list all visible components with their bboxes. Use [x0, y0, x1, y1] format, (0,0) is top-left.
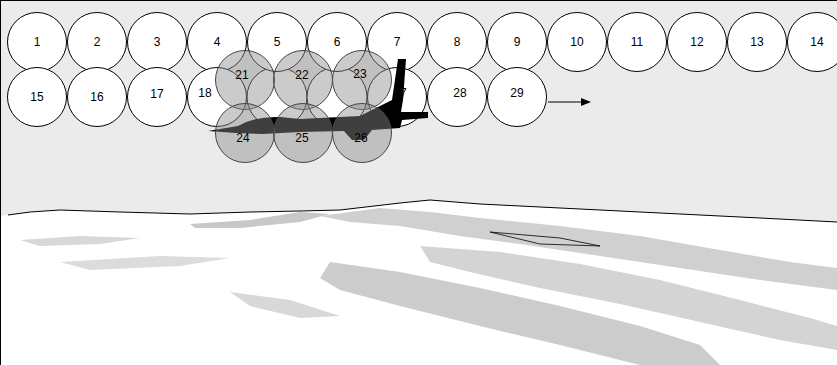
circle-number: 24: [236, 132, 249, 144]
coverage-circle: 11: [607, 12, 667, 72]
circle-number: 14: [810, 36, 823, 48]
circle-number: 10: [570, 36, 583, 48]
circle-number: 25: [295, 132, 308, 144]
circle-number: 21: [235, 69, 248, 81]
circle-number: 4: [214, 36, 221, 48]
circle-number: 7: [394, 36, 401, 48]
circle-outline: [332, 50, 392, 110]
coverage-circle: 14: [787, 12, 837, 72]
coverage-circle: 12: [667, 12, 727, 72]
circle-number: 28: [453, 87, 466, 99]
coverage-circle: 1: [7, 12, 67, 72]
coverage-circle: 15: [7, 67, 67, 127]
coverage-circle-shaded: 24: [215, 103, 275, 163]
coverage-circle-shaded: 22: [273, 50, 333, 110]
circle-number: 22: [295, 69, 308, 81]
circle-number: 1: [34, 36, 41, 48]
circle-number: 13: [750, 36, 763, 48]
coverage-circle: 16: [67, 67, 127, 127]
coverage-circle: 8: [427, 12, 487, 72]
circle-number: 23: [353, 68, 366, 80]
coverage-circle-shaded: 21: [215, 50, 275, 110]
circle-number: 5: [274, 36, 281, 48]
coverage-circle: 9: [487, 12, 547, 72]
circle-number: 15: [30, 91, 43, 103]
circle-number: 2: [94, 36, 101, 48]
coverage-circle-shaded: 23: [332, 50, 392, 110]
circle-number: 18: [198, 87, 211, 99]
coverage-circle: 17: [127, 67, 187, 127]
circle-number: 11: [631, 36, 643, 48]
circle-number: 17: [150, 88, 163, 100]
coverage-circle: 28: [427, 67, 487, 127]
coverage-circle: 13: [727, 12, 787, 72]
circle-number: 9: [514, 36, 521, 48]
circle-number: 26: [354, 132, 367, 144]
circle-number: 29: [510, 87, 523, 99]
coverage-circle: 29: [487, 67, 547, 127]
coverage-circle: 2: [67, 12, 127, 72]
circle-number: 8: [454, 36, 461, 48]
circle-number: 6: [334, 36, 341, 48]
circle-number: 12: [690, 36, 703, 48]
circle-number: 16: [90, 91, 103, 103]
coverage-circle-shaded: 26: [332, 103, 392, 163]
coverage-circle-shaded: 25: [273, 103, 333, 163]
coverage-circle: 3: [127, 12, 187, 72]
circle-number: 3: [154, 36, 161, 48]
coverage-circle: 10: [547, 12, 607, 72]
